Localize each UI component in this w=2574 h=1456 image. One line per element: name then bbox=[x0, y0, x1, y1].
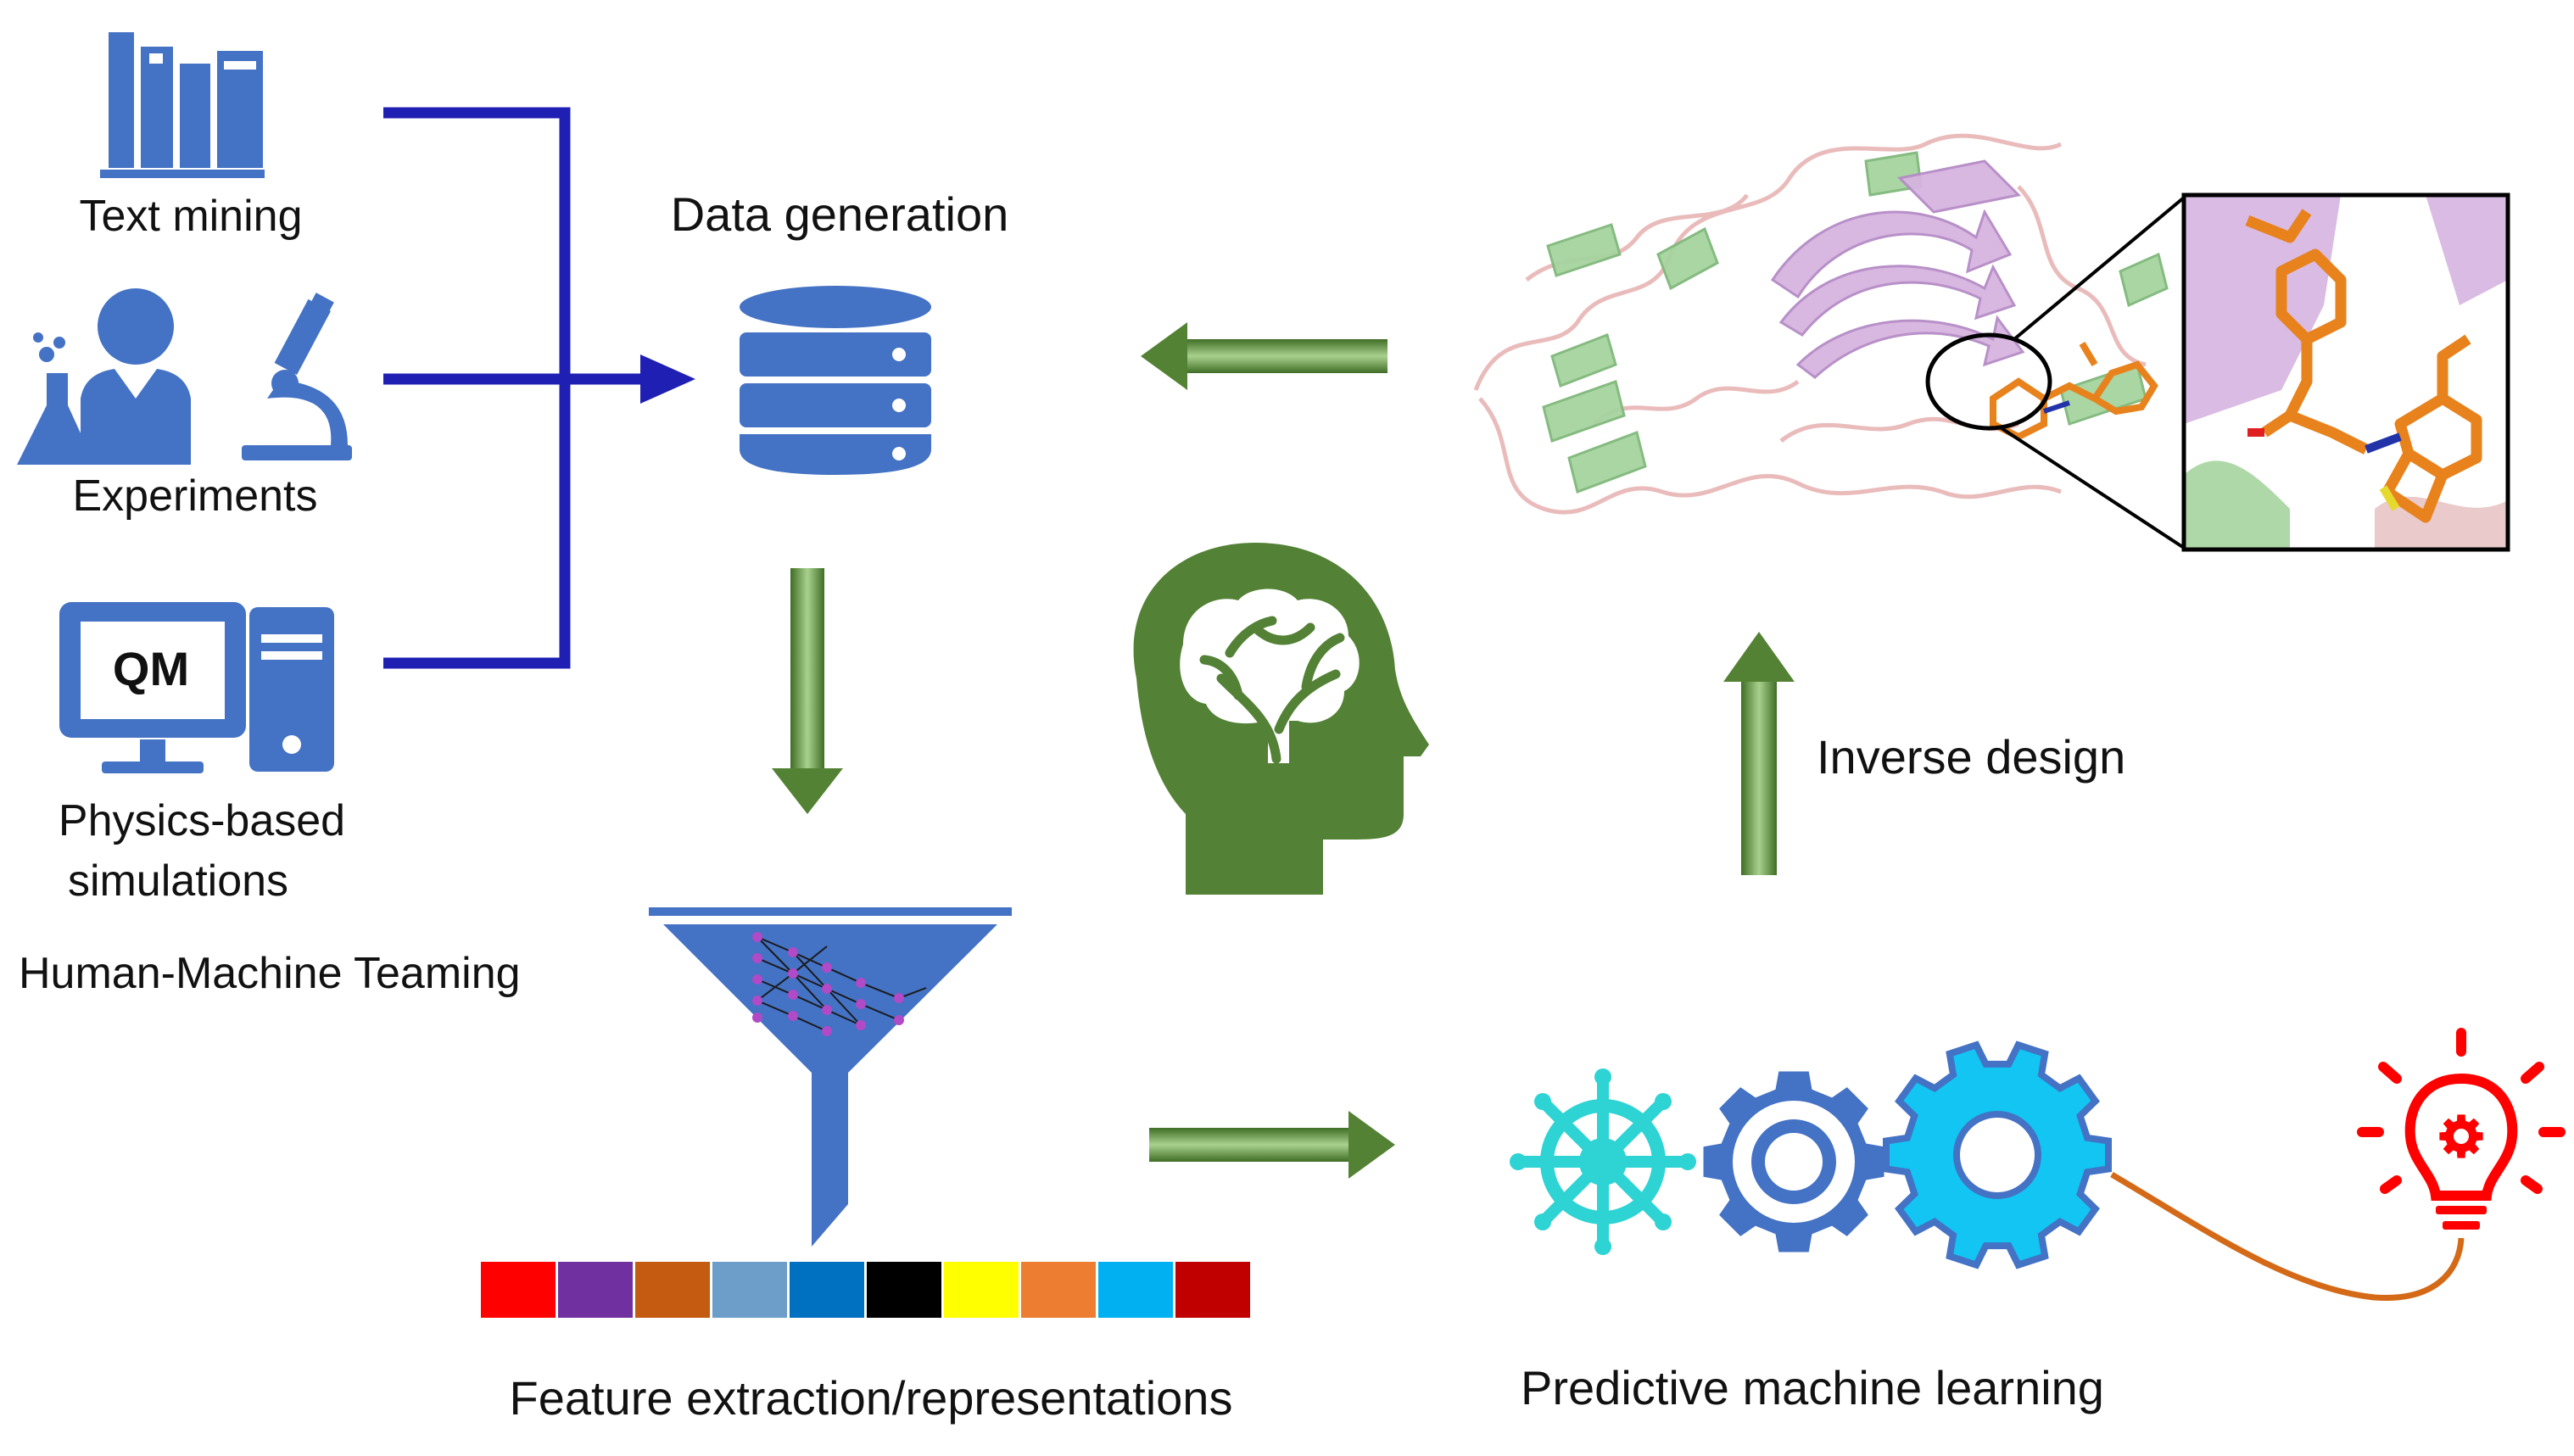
computer-icon: QM bbox=[59, 602, 334, 773]
connector-lines bbox=[383, 107, 645, 669]
experiments-label: Experiments bbox=[73, 471, 318, 521]
feature-extraction-label: Feature extraction/representations bbox=[510, 1371, 1233, 1425]
feature-swatch bbox=[867, 1262, 941, 1318]
flask-icon bbox=[17, 332, 95, 465]
microscope-icon bbox=[242, 293, 352, 460]
feature-swatch bbox=[558, 1262, 633, 1318]
qm-label: QM bbox=[113, 642, 189, 695]
books-icon bbox=[100, 32, 265, 178]
scientist-icon bbox=[81, 288, 191, 465]
feature-color-bar bbox=[481, 1262, 1250, 1318]
neural-network-nodes bbox=[752, 932, 904, 1036]
data-generation-label: Data generation bbox=[671, 187, 1009, 241]
lightbulb-icon bbox=[2357, 1028, 2566, 1230]
text-mining-label: Text mining bbox=[80, 192, 303, 241]
feature-swatch bbox=[1098, 1262, 1173, 1318]
up-arrow bbox=[1723, 632, 1795, 875]
right-arrow bbox=[1149, 1111, 1395, 1179]
funnel-icon bbox=[649, 907, 1012, 1247]
database-icon bbox=[740, 286, 931, 475]
connector-arrowhead bbox=[640, 354, 695, 404]
left-arrow bbox=[1141, 322, 1388, 390]
feature-swatch bbox=[635, 1262, 710, 1318]
feature-swatch bbox=[1021, 1262, 1096, 1318]
connection-wire bbox=[2110, 1171, 2465, 1301]
feature-swatch bbox=[1175, 1262, 1250, 1318]
gear-outline-icon bbox=[1703, 1071, 1884, 1252]
feature-swatch bbox=[790, 1262, 864, 1318]
brain-head-icon bbox=[1133, 543, 1429, 895]
protein-structure-image bbox=[1473, 133, 2510, 552]
human-machine-teaming-label: Human-Machine Teaming bbox=[19, 949, 521, 998]
feature-swatch bbox=[481, 1262, 556, 1318]
ship-wheel-icon bbox=[1510, 1068, 1696, 1255]
predictive-ml-label: Predictive machine learning bbox=[1521, 1361, 2104, 1414]
feature-swatch bbox=[944, 1262, 1019, 1318]
gear-icon bbox=[1883, 1040, 2112, 1269]
inverse-design-label: Inverse design bbox=[1817, 730, 2125, 784]
physics-label-line1: Physics-based bbox=[59, 796, 345, 845]
feature-swatch bbox=[712, 1262, 787, 1318]
physics-label-line2: simulations bbox=[68, 856, 288, 906]
down-arrow bbox=[772, 568, 843, 814]
